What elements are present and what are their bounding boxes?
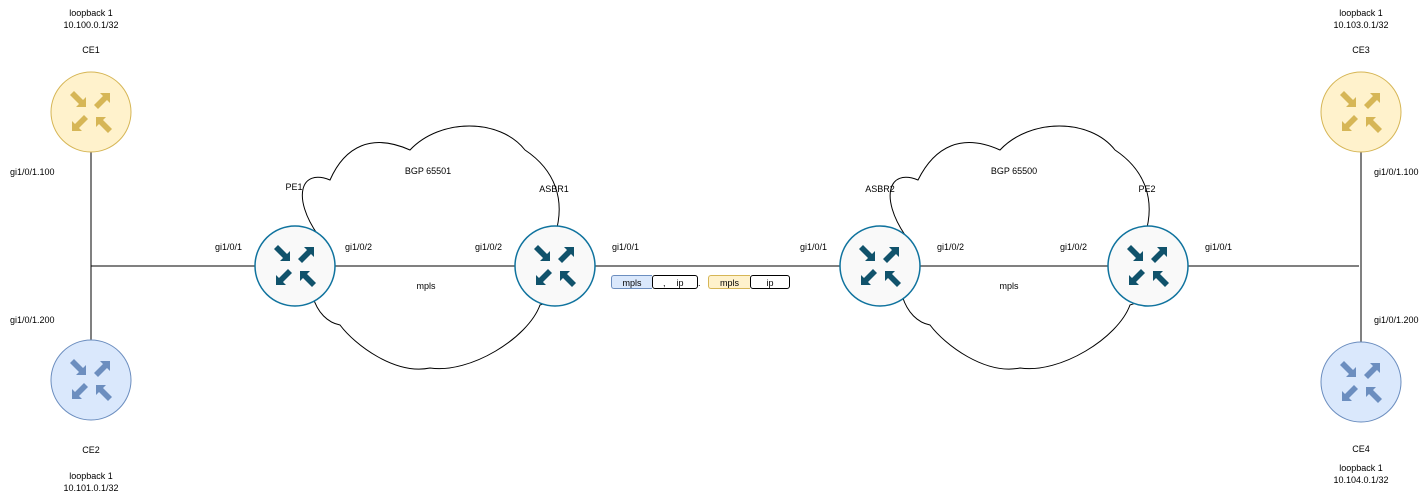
ce3-arrow-in-se xyxy=(1366,117,1382,133)
label-stack-between: . xyxy=(698,278,701,288)
asbr1-router-body xyxy=(514,225,596,307)
ce2-name: CE2 xyxy=(82,445,100,455)
label-stack-2-outer: mpls xyxy=(708,275,750,289)
ce4-router-icon xyxy=(1320,341,1402,423)
pe2-name: PE2 xyxy=(1138,184,1156,194)
ce3-subinterface: gi1/0/1.100 xyxy=(1374,167,1419,177)
asbr1-arrow-in-nw xyxy=(534,245,550,261)
right-cloud-name: BGP 65500 xyxy=(990,166,1038,176)
asbr2-arrow-in-nw xyxy=(859,245,875,261)
pe1-router-body xyxy=(254,225,336,307)
label-stack-1-inner: ip xyxy=(676,278,684,288)
pe2-gi2-label: gi1/0/2 xyxy=(1060,242,1088,252)
label-stack-1-outer: mpls xyxy=(611,275,652,289)
ce3-arrow-in-nw xyxy=(1340,91,1356,107)
right-cloud-protocol: mpls xyxy=(999,281,1019,291)
asbr2-arrow-in-se xyxy=(885,271,901,287)
asbr2-arrow-out-sw xyxy=(861,269,877,285)
ce2-subinterface: gi1/0/1.200 xyxy=(10,315,55,325)
asbr1-name: ASBR1 xyxy=(539,184,569,194)
pe1-arrow-in-nw xyxy=(274,245,290,261)
label-stack-2-inner: ip xyxy=(750,275,790,289)
asbr1-arrow-out-ne xyxy=(558,247,574,263)
ce3-loopback-title: loopback 1 xyxy=(1339,8,1383,18)
left-cloud-name: BGP 65501 xyxy=(404,166,452,176)
asbr1-arrow-in-se xyxy=(560,271,576,287)
ce2-arrow-out-ne xyxy=(94,361,110,377)
ce3-loopback-ip: 10.103.0.1/32 xyxy=(1333,20,1389,30)
ce4-subinterface: gi1/0/1.200 xyxy=(1374,315,1419,325)
pe2-arrow-in-se xyxy=(1153,271,1169,287)
pe1-name: PE1 xyxy=(285,182,303,192)
pe2-router-icon xyxy=(1107,225,1189,307)
pe1-gi1-label: gi1/0/1 xyxy=(215,242,243,252)
ce4-arrow-in-se xyxy=(1366,387,1382,403)
ce3-router-body xyxy=(1320,71,1402,153)
label-stack-1-sep: , xyxy=(663,278,666,288)
asbr1-gi1-label: gi1/0/1 xyxy=(612,242,640,252)
ce1-subinterface: gi1/0/1.100 xyxy=(10,167,55,177)
ce4-router-body xyxy=(1320,341,1402,423)
asbr2-name: ASBR2 xyxy=(865,184,895,194)
ce1-arrow-out-sw xyxy=(72,115,88,131)
asbr2-gi1-label: gi1/0/1 xyxy=(800,242,828,252)
left-cloud-protocol: mpls xyxy=(416,281,436,291)
ce2-router-body xyxy=(50,339,132,421)
asbr1-gi2-label: gi1/0/2 xyxy=(475,242,503,252)
pe1-router-icon xyxy=(254,225,336,307)
ce2-arrow-in-nw xyxy=(70,359,86,375)
ce4-arrow-out-sw xyxy=(1342,385,1358,401)
asbr2-router-body xyxy=(839,225,921,307)
pe1-arrow-out-ne xyxy=(298,247,314,263)
ce3-arrow-out-sw xyxy=(1342,115,1358,131)
ce3-name: CE3 xyxy=(1352,45,1370,55)
pe1-arrow-out-sw xyxy=(276,269,292,285)
ce1-router-icon xyxy=(50,71,132,153)
ce2-loopback-title: loopback 1 xyxy=(69,471,113,481)
ce1-loopback-title: loopback 1 xyxy=(69,8,113,18)
pe2-gi1-label: gi1/0/1 xyxy=(1205,242,1233,252)
ce1-router-body xyxy=(50,71,132,153)
ce2-arrow-out-sw xyxy=(72,383,88,399)
ce2-loopback-ip: 10.101.0.1/32 xyxy=(63,483,119,493)
ce3-router-icon xyxy=(1320,71,1402,153)
pe1-gi2-label: gi1/0/2 xyxy=(345,242,373,252)
ce1-arrow-in-nw xyxy=(70,91,86,107)
ce4-loopback-ip: 10.104.0.1/32 xyxy=(1333,475,1389,485)
ce1-arrow-in-se xyxy=(96,117,112,133)
asbr2-arrow-out-ne xyxy=(883,247,899,263)
asbr2-router-icon xyxy=(839,225,921,307)
pe2-router-body xyxy=(1107,225,1189,307)
pe1-arrow-in-se xyxy=(300,271,316,287)
ce4-arrow-out-ne xyxy=(1364,363,1380,379)
asbr1-router-icon xyxy=(514,225,596,307)
ce2-arrow-in-se xyxy=(96,385,112,401)
ce4-name: CE4 xyxy=(1352,444,1370,454)
ce4-arrow-in-nw xyxy=(1340,361,1356,377)
pe2-arrow-out-sw xyxy=(1129,269,1145,285)
ce4-loopback-title: loopback 1 xyxy=(1339,463,1383,473)
asbr1-arrow-out-sw xyxy=(536,269,552,285)
pe2-arrow-in-nw xyxy=(1127,245,1143,261)
label-stack-1-inner-box: , ip xyxy=(652,275,698,289)
pe2-arrow-out-ne xyxy=(1151,247,1167,263)
ce1-arrow-out-ne xyxy=(94,93,110,109)
ce2-router-icon xyxy=(50,339,132,421)
asbr2-gi2-label: gi1/0/2 xyxy=(937,242,965,252)
ce3-arrow-out-ne xyxy=(1364,93,1380,109)
ce1-name: CE1 xyxy=(82,45,100,55)
ce1-loopback-ip: 10.100.0.1/32 xyxy=(63,20,119,30)
